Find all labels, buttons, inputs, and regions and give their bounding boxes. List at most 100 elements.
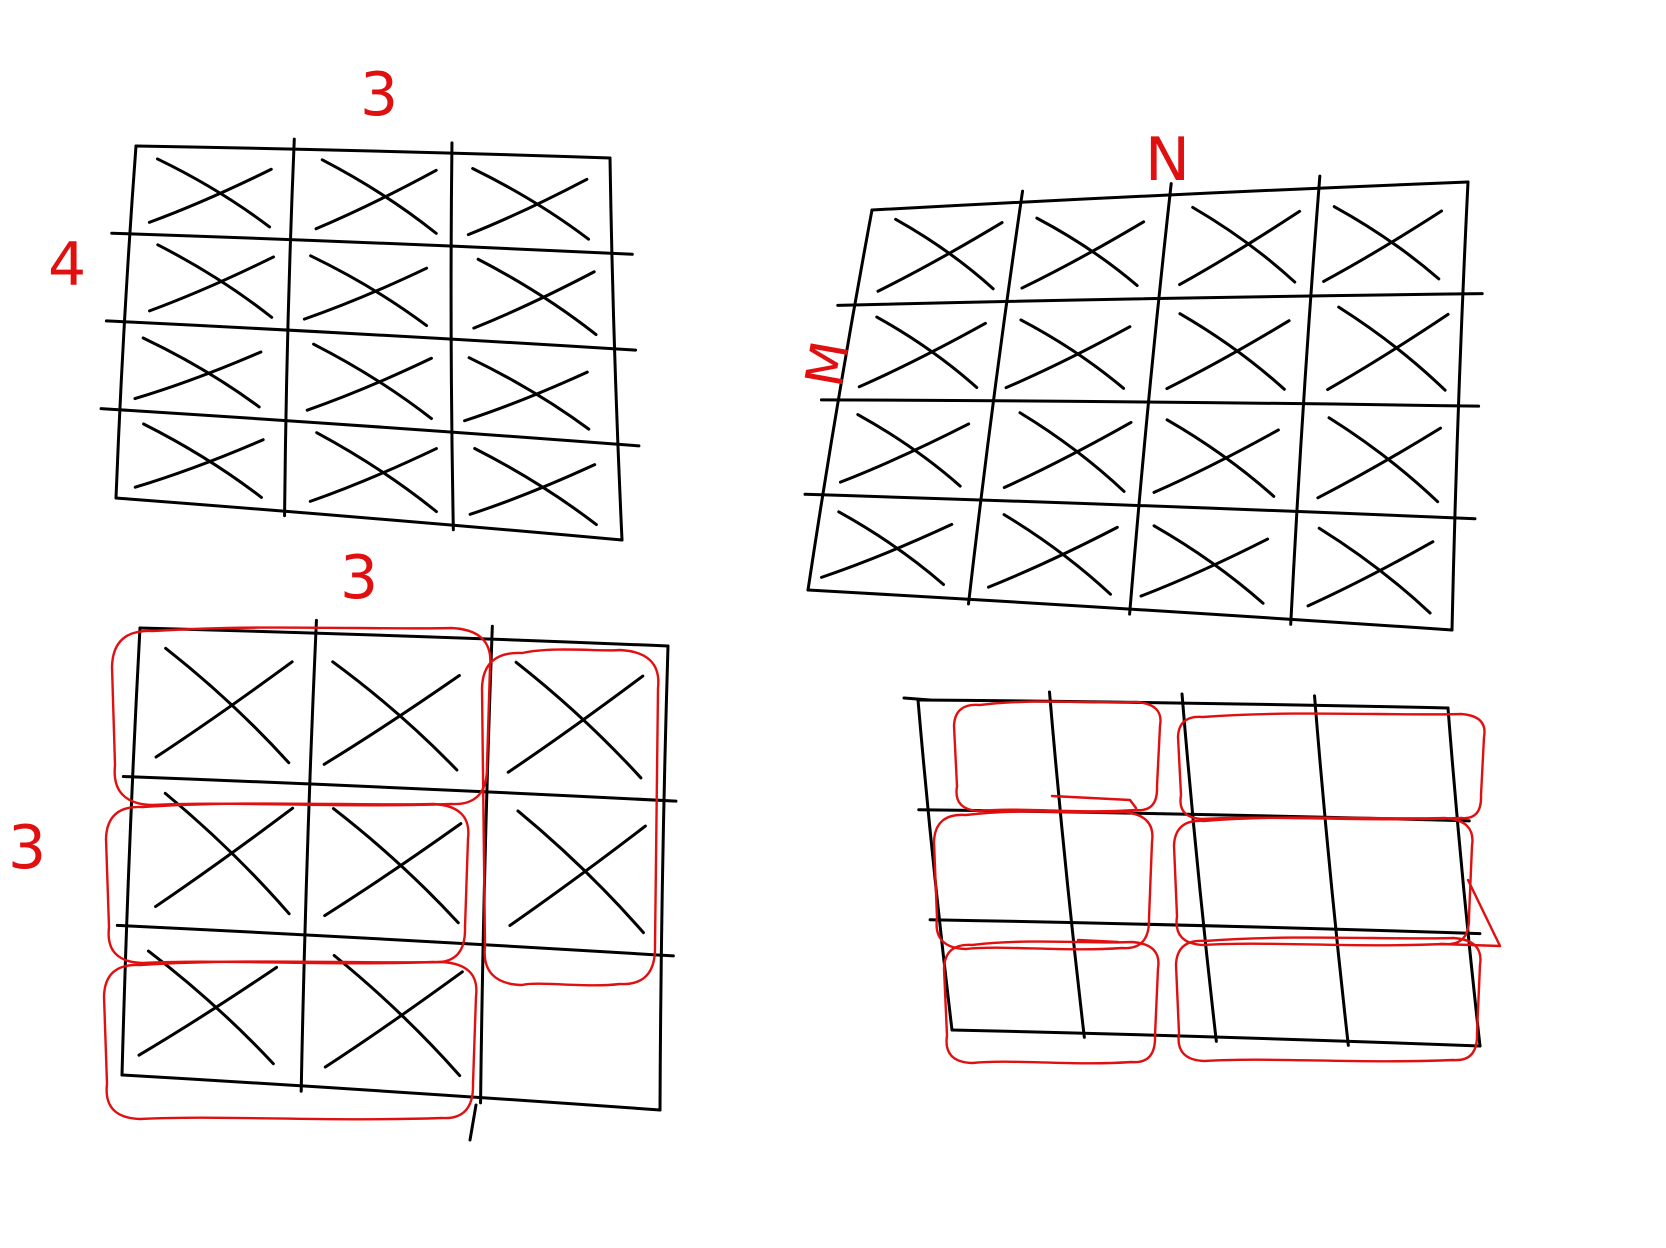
cross-mark	[875, 315, 979, 389]
cross-mark	[508, 824, 647, 927]
cross-mark	[506, 674, 645, 774]
cross-mark	[315, 431, 438, 514]
grid-left-edge	[916, 698, 954, 1032]
cross-mark	[1165, 418, 1276, 498]
cross-mark	[473, 446, 598, 527]
cross-mark	[471, 167, 591, 241]
grid-column-line	[1289, 174, 1322, 626]
cross-mark	[323, 822, 463, 918]
cross-mark	[1317, 526, 1432, 615]
cross-mark	[1332, 205, 1441, 281]
cross-mark	[1018, 411, 1126, 493]
label-columns-top: N	[1145, 125, 1190, 195]
grid-column-line	[283, 137, 296, 518]
sketch-bottom-left: 3	[8, 618, 678, 1142]
grid-row-line	[104, 319, 638, 352]
grid-bottom-edge	[114, 496, 624, 542]
red-group-bottom-pair	[102, 960, 478, 1121]
grid-top-edge-overshoot	[902, 696, 932, 702]
cross-mark	[142, 422, 263, 499]
cross-mark	[331, 660, 459, 772]
label-rows-left: M	[795, 337, 862, 392]
grid-row-line	[99, 407, 641, 448]
grid-left-edge	[114, 144, 138, 500]
cross-mark	[320, 158, 438, 235]
grid-bottom-edge	[806, 588, 1454, 632]
cross-mark	[876, 221, 1004, 293]
red-group-r1-left	[952, 700, 1162, 813]
cross-mark	[514, 660, 643, 780]
cross-mark	[1035, 216, 1139, 288]
cross-mark	[154, 806, 295, 909]
cross-mark	[1019, 318, 1126, 390]
cross-mark	[1178, 209, 1302, 287]
red-group-r1-left-tail	[1050, 794, 1138, 810]
grid-top-edge	[134, 144, 612, 160]
cross-mark	[467, 356, 591, 431]
cross-mark	[856, 413, 962, 488]
cross-mark	[147, 167, 273, 224]
bottom-left-red-groups	[102, 626, 660, 1121]
sketch-top-left: 343	[48, 60, 641, 613]
cross-mark	[1002, 513, 1113, 596]
grid-column-line	[1180, 692, 1218, 1043]
cross-mark	[164, 646, 291, 765]
cross-mark	[314, 168, 438, 231]
cross-mark	[463, 370, 589, 423]
cross-mark	[1152, 428, 1280, 494]
cross-mark	[146, 949, 275, 1066]
grid-column-line	[449, 141, 455, 532]
cross-mark	[148, 255, 275, 313]
cross-mark	[1152, 524, 1265, 605]
cross-mark	[1020, 220, 1146, 290]
label-rows-left: 3	[8, 813, 46, 883]
cross-mark	[1139, 537, 1270, 598]
grid-right-edge	[658, 644, 670, 1112]
cross-mark	[1326, 312, 1450, 392]
grid-column-line-tail	[468, 1103, 478, 1142]
cross-mark	[322, 674, 461, 766]
cross-mark	[516, 809, 645, 935]
grid-left-edge	[120, 626, 142, 1077]
cross-mark	[141, 336, 261, 409]
cross-mark	[163, 791, 291, 916]
cross-mark	[476, 257, 598, 337]
cross-mark	[154, 660, 294, 759]
red-group-r3-right	[1174, 936, 1482, 1063]
cross-mark	[309, 254, 429, 328]
cross-mark	[1002, 420, 1133, 490]
cross-mark	[837, 510, 946, 587]
grid-bottom-edge	[120, 1073, 662, 1112]
grid-column-line	[1128, 182, 1173, 616]
grid-column-line	[966, 189, 1025, 606]
cross-mark	[1165, 319, 1291, 391]
grid-right-edge	[1450, 180, 1470, 632]
cross-mark	[894, 217, 995, 291]
cross-mark	[133, 438, 265, 489]
cross-mark	[819, 522, 954, 579]
cross-mark	[137, 965, 279, 1057]
cross-mark	[1004, 325, 1132, 390]
cross-mark	[468, 463, 597, 516]
bottom-right-red-groups	[932, 700, 1502, 1065]
grid-column-line	[299, 618, 318, 1093]
cross-mark	[986, 525, 1119, 589]
cross-mark	[312, 342, 433, 421]
cross-mark	[472, 270, 596, 330]
sketch-top-right: NM	[795, 125, 1484, 632]
cross-mark	[323, 970, 464, 1069]
grid-row-line	[115, 923, 675, 958]
grid-column-line	[1047, 690, 1086, 1039]
cross-mark	[155, 157, 272, 229]
label-columns-top: 3	[360, 60, 398, 130]
red-group-r2-left	[932, 810, 1154, 951]
cross-mark	[857, 321, 987, 389]
cross-mark	[1316, 426, 1443, 500]
cross-mark	[156, 243, 274, 319]
cross-mark	[1327, 416, 1440, 504]
grid-column-line	[1313, 694, 1350, 1047]
grid-top-edge	[138, 626, 670, 648]
cross-mark	[1191, 205, 1297, 284]
cross-mark	[308, 447, 438, 503]
